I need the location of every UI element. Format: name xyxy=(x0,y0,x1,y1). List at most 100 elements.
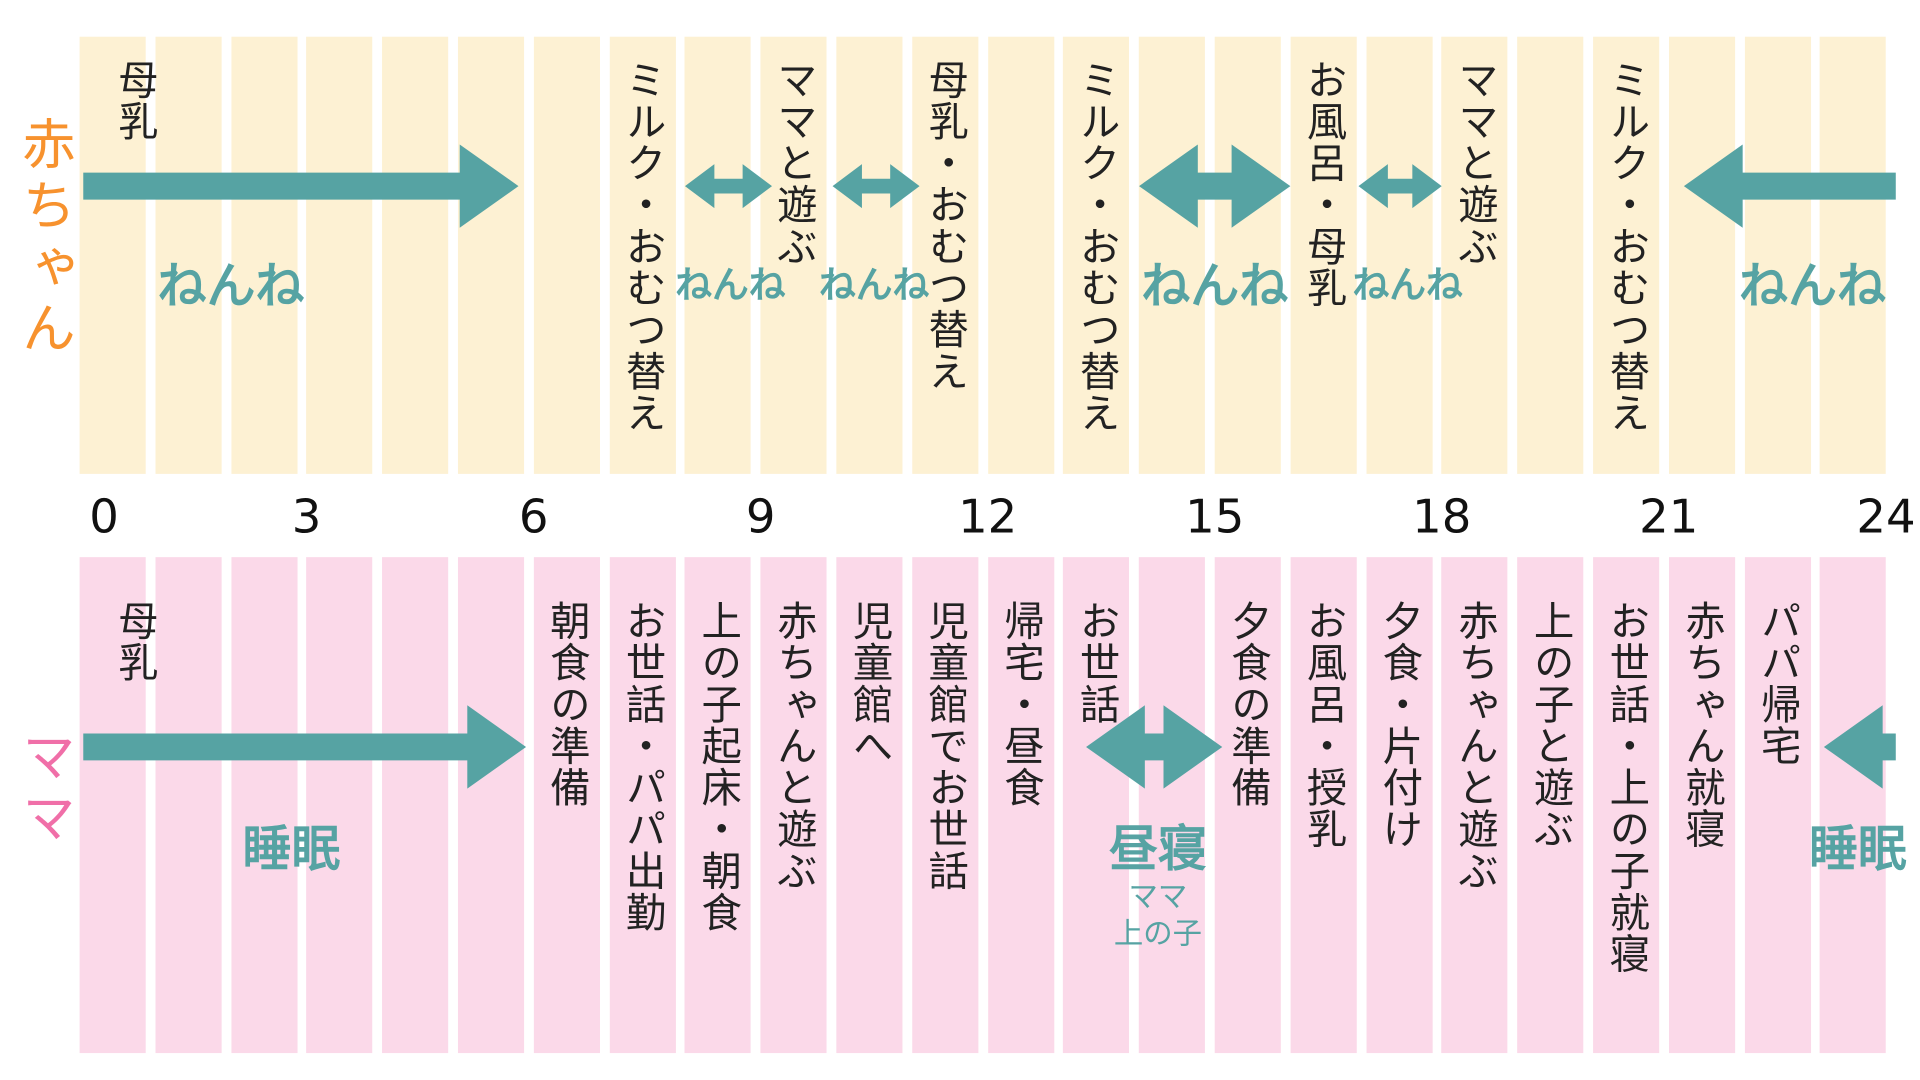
baby-hour-column xyxy=(609,36,676,474)
hour-tick-label: 18 xyxy=(1412,489,1472,544)
hour-tick-label: 24 xyxy=(1856,489,1916,544)
baby-sleep-arrow xyxy=(1358,164,1442,209)
mama-hour-column xyxy=(760,557,827,1054)
mama-sleep-sublabel: 上の子 xyxy=(1113,916,1203,951)
mama-activity-label: 児童館でお世話 xyxy=(921,600,970,892)
baby-hour-column xyxy=(382,36,449,474)
mama-hour-column xyxy=(230,557,298,1054)
mama-activity-label: 上の子起床・朝食 xyxy=(694,600,743,934)
mama-activity-label: パパ帰宅 xyxy=(1754,600,1802,767)
baby-hour-column xyxy=(533,36,600,474)
baby-hour-column xyxy=(457,36,525,474)
baby-hour-column xyxy=(1441,36,1508,474)
baby-hour-column xyxy=(836,36,903,474)
mama-sleep-arrow xyxy=(83,705,527,789)
baby-hour-column xyxy=(1139,36,1206,474)
baby-sleep-arrow xyxy=(83,144,519,228)
mama-activity-label: 赤ちゃんと遊ぶ xyxy=(1451,600,1500,892)
baby-hour-column xyxy=(912,36,979,474)
mama-hour-column xyxy=(1290,557,1357,1054)
baby-hour-column xyxy=(1820,36,1887,474)
mama-sleep-sublabel: ママ xyxy=(1128,879,1188,915)
mama-hour-column xyxy=(1517,557,1584,1054)
baby-activity-label: 母乳・おむつ替え xyxy=(921,58,970,392)
baby-hour-column xyxy=(760,36,827,474)
mama-activity-label: お世話・パパ出勤 xyxy=(619,600,667,934)
mama-hour-column xyxy=(306,557,373,1054)
baby-hour-column xyxy=(1366,36,1433,474)
baby-hour-column xyxy=(1668,36,1735,474)
mama-sleep-label: 睡眠 xyxy=(1808,821,1907,878)
baby-activity-label: 母乳 xyxy=(111,58,160,143)
mama-hour-column xyxy=(1214,557,1281,1054)
mama-hour-column xyxy=(987,557,1054,1054)
mama-sleep-arrow xyxy=(1823,705,1896,789)
mama-row-title: ママ xyxy=(12,728,75,852)
hour-tick-label: 15 xyxy=(1185,489,1245,544)
mama-activity-label: 朝食の準備 xyxy=(543,600,592,809)
hour-tick-label: 12 xyxy=(958,489,1018,544)
baby-sleep-label: ねんね xyxy=(1739,258,1886,315)
baby-sleep-arrow xyxy=(1683,144,1896,228)
baby-hour-column xyxy=(155,36,222,474)
baby-sleep-label: ねんね xyxy=(675,264,786,308)
mama-hour-column xyxy=(836,557,903,1054)
baby-sleep-arrow xyxy=(832,164,920,209)
baby-hour-column xyxy=(79,36,146,474)
baby-hour-column xyxy=(684,36,752,474)
baby-sleep-label: ねんね xyxy=(1352,264,1463,308)
mama-hour-column xyxy=(912,557,979,1054)
baby-hour-column xyxy=(1063,36,1130,474)
baby-activity-label: お風呂・母乳 xyxy=(1300,58,1348,309)
baby-hour-column xyxy=(306,36,373,474)
mama-hour-column xyxy=(1441,557,1508,1054)
baby-activity-label: ミルク・おむつ替え xyxy=(619,58,667,434)
mama-activity-label: お世話・上の子就寝 xyxy=(1602,600,1651,975)
mama-activity-label: 母乳 xyxy=(111,600,160,684)
mama-sleep-arrow xyxy=(1086,705,1223,789)
mama-activity-label: 夕食・片付け xyxy=(1375,600,1424,850)
mama-activity-label: 児童館へ xyxy=(846,600,894,767)
mama-activity-label: 帰宅・昼食 xyxy=(997,600,1046,809)
mama-activity-label: お世話 xyxy=(1073,600,1121,725)
baby-sleep-label: ねんね xyxy=(157,258,305,315)
mama-hour-column xyxy=(457,557,525,1054)
baby-activity-label: ミルク・おむつ替え xyxy=(1073,58,1121,434)
baby-hour-column xyxy=(230,36,298,474)
baby-sleep-label: ねんね xyxy=(1141,258,1289,315)
mama-hour-column xyxy=(1593,557,1660,1054)
baby-activity-label: ママと遊ぶ xyxy=(770,58,819,267)
baby-sleep-label: ねんね xyxy=(819,264,930,308)
mama-hour-column xyxy=(1820,557,1887,1054)
mama-hour-column xyxy=(533,557,600,1054)
baby-hour-column xyxy=(1593,36,1660,474)
baby-hour-column xyxy=(1214,36,1281,474)
mama-hour-column xyxy=(79,557,146,1054)
hour-tick-label: 6 xyxy=(518,489,549,544)
mama-hour-column xyxy=(1744,557,1811,1054)
mama-activity-label: 赤ちゃん就寝 xyxy=(1678,600,1727,850)
mama-activity-label: 赤ちゃんと遊ぶ xyxy=(770,600,819,892)
mama-hour-column xyxy=(382,557,449,1054)
baby-hour-column xyxy=(1517,36,1584,474)
hour-tick-label: 3 xyxy=(291,489,322,544)
mama-hour-column xyxy=(1366,557,1433,1054)
baby-sleep-arrow xyxy=(1139,144,1291,228)
baby-hour-column xyxy=(987,36,1054,474)
mama-sleep-label: 昼寝 xyxy=(1108,821,1207,878)
mama-activity-label: 上の子と遊ぶ xyxy=(1527,600,1575,850)
hour-tick-label: 9 xyxy=(745,489,776,544)
hour-tick-label: 0 xyxy=(89,489,119,544)
mama-hour-column xyxy=(1139,557,1206,1054)
mama-hour-column xyxy=(1668,557,1735,1054)
baby-sleep-arrow xyxy=(684,164,773,209)
hour-tick-label: 21 xyxy=(1639,489,1699,544)
mama-hour-column xyxy=(609,557,676,1054)
baby-hour-column xyxy=(1744,36,1811,474)
baby-activity-label: ミルク・おむつ替え xyxy=(1602,58,1651,434)
baby-hour-column xyxy=(1290,36,1357,474)
mama-activity-label: お風呂・授乳 xyxy=(1300,600,1348,850)
mama-sleep-label: 睡眠 xyxy=(242,821,341,878)
baby-row-title: 赤ちゃん xyxy=(12,116,75,362)
